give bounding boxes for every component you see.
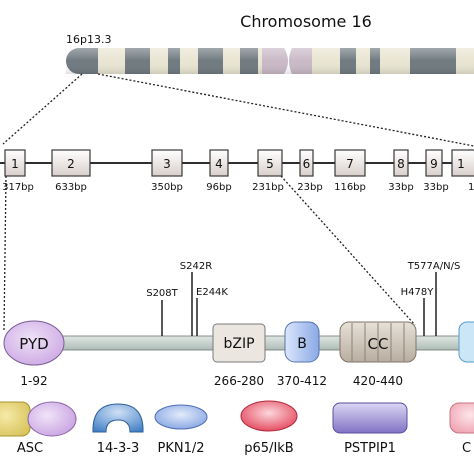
exon-8-size: 33bp	[388, 182, 413, 193]
exon-7-box	[334, 149, 366, 177]
mutation-h478y: H478Y	[401, 287, 435, 298]
exon-9-box	[425, 149, 443, 177]
exon-1-box	[4, 149, 26, 177]
mutation-e244k: E244K	[196, 287, 228, 298]
exon-6-number: 6	[303, 157, 311, 171]
bzip-range: 266-280	[214, 374, 264, 388]
partner-p65-ikb: p65/IkB	[244, 441, 293, 456]
chromosome-title: Chromosome 16	[240, 12, 372, 31]
exon-4-size: 96bp	[206, 182, 231, 193]
exon-3-size: 350bp	[151, 182, 183, 193]
partners-row: ASC 14-3-3 PKN1/2 p65/IkB PSTPIP1 C	[0, 400, 474, 456]
pyd-range: 1-92	[20, 374, 47, 388]
exon-6-box	[299, 149, 314, 177]
exon-4-box	[209, 149, 229, 177]
b30-2-domain-partial	[458, 321, 474, 363]
chromosome-ideogram	[66, 48, 474, 74]
asc-oval-shape	[27, 401, 77, 437]
mutation-s242r: S242R	[180, 261, 212, 272]
exon-6-size: 23bp	[297, 182, 322, 193]
cc-label: CC	[368, 335, 389, 353]
exon-7-size: 116bp	[334, 182, 366, 193]
exon-1-size: 317bp	[2, 182, 34, 193]
exon-1-number: 1	[11, 157, 19, 171]
exon-4-number: 4	[215, 157, 223, 171]
pstpip1-shape	[332, 402, 408, 434]
b-box-domain	[284, 321, 320, 363]
exon-10-number: 1	[457, 157, 465, 171]
cc-domain	[339, 321, 417, 363]
partner-pkn: PKN1/2	[157, 441, 204, 456]
mutation-s208t: S208T	[146, 288, 178, 299]
exon-5-size: 231bp	[252, 182, 284, 193]
partner-14-3-3: 14-3-3	[97, 441, 139, 456]
partner-asc: ASC	[17, 441, 43, 456]
exon-9-size: 33bp	[423, 182, 448, 193]
partner-pstpip1: PSTPIP1	[344, 441, 396, 456]
asc-card-shape	[0, 401, 31, 437]
exon-track: 1 317bp 2 633bp 3 350bp 4 96bp 5 231bp 6 23bp 7 116bp…	[2, 149, 474, 193]
pyd-label: PYD	[19, 335, 48, 353]
exon-2-number: 2	[67, 157, 75, 171]
zoom-line-exon5	[280, 175, 416, 326]
pyd-domain	[3, 320, 65, 366]
exon-10-box	[451, 149, 474, 177]
p65-ikb-shape	[240, 400, 298, 432]
band-label: 16p13.3	[66, 33, 111, 46]
mutation-t577ans: T577A/N/S	[407, 261, 461, 272]
zoom-line-exon1	[3, 175, 7, 331]
exon-8-box	[393, 149, 409, 177]
exon-2-size: 633bp	[55, 182, 87, 193]
bzip-domain	[212, 323, 266, 363]
pkn-shape	[154, 404, 208, 430]
partner-c: C	[462, 441, 471, 456]
14-3-3-shape	[92, 403, 144, 433]
exon-10-size: 1	[468, 182, 474, 193]
exon-5-number: 5	[266, 157, 274, 171]
zoom-line-left	[2, 73, 83, 145]
b-box-label: B	[297, 336, 307, 352]
b-box-range: 370-412	[277, 374, 327, 388]
exon-3-box	[151, 149, 183, 177]
bzip-label: bZIP	[223, 336, 254, 352]
protein-structure: PYD 1-92 bZIP 266-280 B 370-412 CC 420-4…	[3, 261, 474, 388]
exon-8-number: 8	[397, 157, 405, 171]
c-partner-shape	[449, 402, 474, 434]
exon-3-number: 3	[163, 157, 171, 171]
exon-9-number: 9	[430, 157, 438, 171]
exon-5-box	[257, 149, 283, 177]
exon-2-box	[51, 149, 91, 177]
cc-range: 420-440	[353, 374, 403, 388]
zoom-line-right	[97, 73, 474, 147]
exon-7-number: 7	[346, 157, 354, 171]
